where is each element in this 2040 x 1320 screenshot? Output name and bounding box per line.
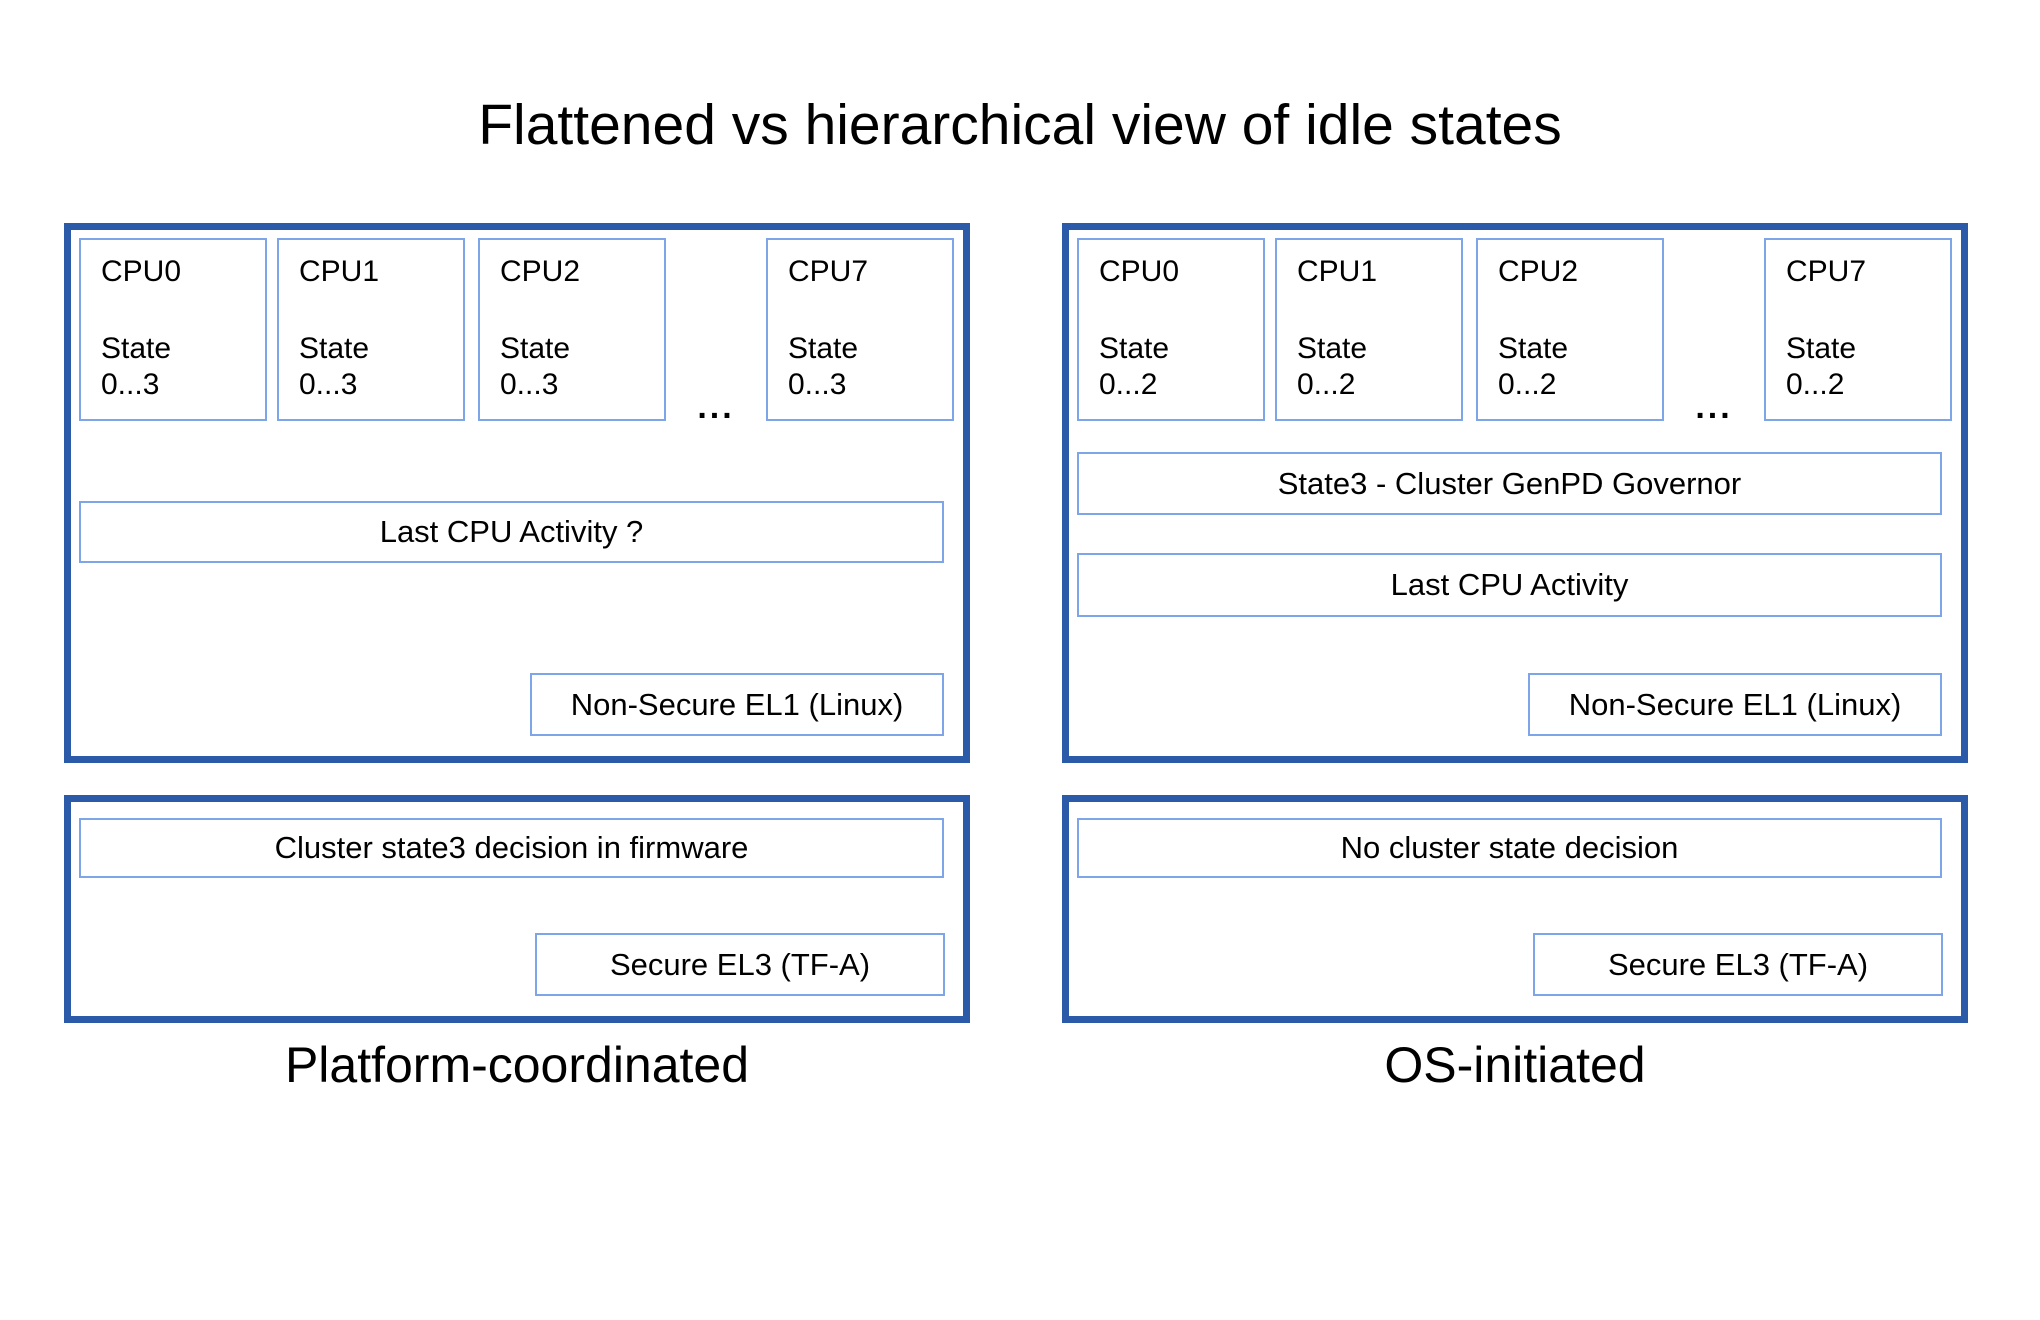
more-cpus-ellipsis: ...: [1695, 388, 1733, 426]
cpu-label: CPU7: [788, 255, 869, 288]
cpu-state-range: 0...3: [500, 368, 559, 401]
cpu-state-label: State: [500, 332, 571, 365]
platform-cpu7-box: CPU7 State 0...3: [766, 238, 954, 421]
no-cluster-state-decision-box: No cluster state decision: [1077, 818, 1942, 878]
os-initiated-kernel-panel: CPU0 State 0...2 CPU1 State 0...2 CPU2 S…: [1062, 223, 1968, 763]
platform-firmware-panel: Cluster state3 decision in firmware Secu…: [64, 795, 970, 1023]
platform-kernel-panel: CPU0 State 0...3 CPU1 State 0...3 CPU2 S…: [64, 223, 970, 763]
last-cpu-activity-box: Last CPU Activity ?: [79, 501, 944, 563]
non-secure-el1-box: Non-Secure EL1 (Linux): [1528, 673, 1942, 736]
cpu-state: State 0...3: [299, 331, 445, 403]
platform-cpu2-box: CPU2 State 0...3: [478, 238, 666, 421]
cpu-state: State 0...3: [101, 331, 247, 403]
cpu-state-range: 0...3: [101, 368, 160, 401]
os-cpu7-box: CPU7 State 0...2: [1764, 238, 1952, 421]
platform-cpu0-box: CPU0 State 0...3: [79, 238, 267, 421]
cpu-state-label: State: [1498, 332, 1569, 365]
cpu-state: State 0...2: [1786, 331, 1932, 403]
cpu-state-label: State: [1786, 332, 1857, 365]
cpu-state-label: State: [1297, 332, 1368, 365]
platform-coordinated-caption: Platform-coordinated: [284, 1037, 750, 1093]
cpu-label: CPU0: [1099, 255, 1180, 288]
cpu-state-range: 0...2: [1297, 368, 1356, 401]
secure-el3-box: Secure EL3 (TF-A): [535, 933, 945, 996]
os-cpu0-box: CPU0 State 0...2: [1077, 238, 1265, 421]
cpu-state: State 0...2: [1099, 331, 1245, 403]
cpu-state-range: 0...2: [1786, 368, 1845, 401]
cpu-state-range: 0...2: [1498, 368, 1557, 401]
cpu-state-label: State: [788, 332, 859, 365]
os-initiated-caption: OS-initiated: [1384, 1037, 1646, 1093]
cpu-label: CPU0: [101, 255, 182, 288]
cpu-state: State 0...2: [1297, 331, 1443, 403]
page-title: Flattened vs hierarchical view of idle s…: [478, 93, 1562, 157]
cpu-label: CPU1: [1297, 255, 1378, 288]
os-cpu2-box: CPU2 State 0...2: [1476, 238, 1664, 421]
cpu-state-label: State: [1099, 332, 1170, 365]
secure-el3-box: Secure EL3 (TF-A): [1533, 933, 1943, 996]
cpu-state-label: State: [299, 332, 370, 365]
cpu-state-range: 0...3: [299, 368, 358, 401]
cpu-state: State 0...3: [788, 331, 934, 403]
non-secure-el1-box: Non-Secure EL1 (Linux): [530, 673, 944, 736]
os-cpu1-box: CPU1 State 0...2: [1275, 238, 1463, 421]
cpu-label: CPU2: [1498, 255, 1579, 288]
cpu-label: CPU2: [500, 255, 581, 288]
state3-genpd-governor-box: State3 - Cluster GenPD Governor: [1077, 452, 1942, 515]
cluster-state3-decision-box: Cluster state3 decision in firmware: [79, 818, 944, 878]
os-initiated-firmware-panel: No cluster state decision Secure EL3 (TF…: [1062, 795, 1968, 1023]
cpu-label: CPU7: [1786, 255, 1867, 288]
more-cpus-ellipsis: ...: [697, 388, 735, 426]
last-cpu-activity-box: Last CPU Activity: [1077, 553, 1942, 617]
platform-cpu1-box: CPU1 State 0...3: [277, 238, 465, 421]
cpu-state: State 0...3: [500, 331, 646, 403]
cpu-state: State 0...2: [1498, 331, 1644, 403]
cpu-state-label: State: [101, 332, 172, 365]
cpu-state-range: 0...3: [788, 368, 847, 401]
cpu-state-range: 0...2: [1099, 368, 1158, 401]
cpu-label: CPU1: [299, 255, 380, 288]
